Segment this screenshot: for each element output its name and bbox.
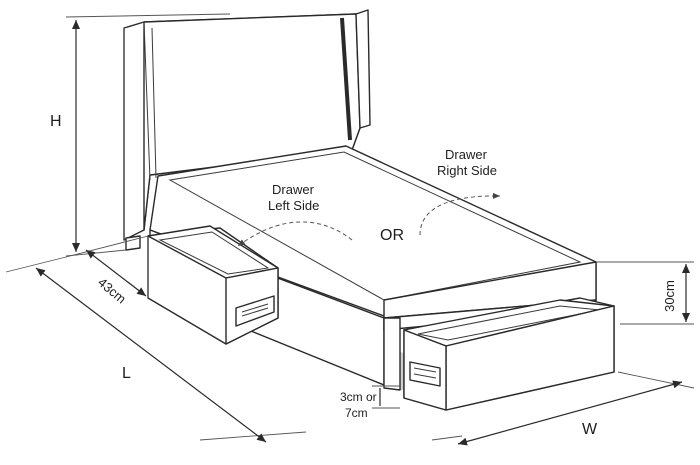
width-label: W — [582, 421, 598, 438]
length-dimension — [5, 255, 307, 443]
drawer-height-label: 30cm — [662, 280, 677, 312]
height-label: H — [50, 113, 62, 130]
clearance-dimension — [372, 385, 400, 409]
clearance-label-line1: 3cm or — [340, 390, 377, 404]
length-label: L — [122, 365, 131, 382]
drawer-left-label-line2: Left Side — [268, 198, 319, 213]
headboard — [123, 9, 371, 251]
drawer-side-indicators — [237, 192, 501, 247]
clearance-label-line2: 7cm — [345, 406, 368, 420]
or-label: OR — [380, 227, 404, 244]
drawer-right-label-line1: Drawer — [445, 147, 488, 162]
width-dimension — [431, 371, 695, 446]
drawer-height-dimension — [596, 261, 694, 325]
drawer-left-label-line1: Drawer — [272, 182, 315, 197]
drawer-right-label-line2: Right Side — [437, 163, 497, 178]
